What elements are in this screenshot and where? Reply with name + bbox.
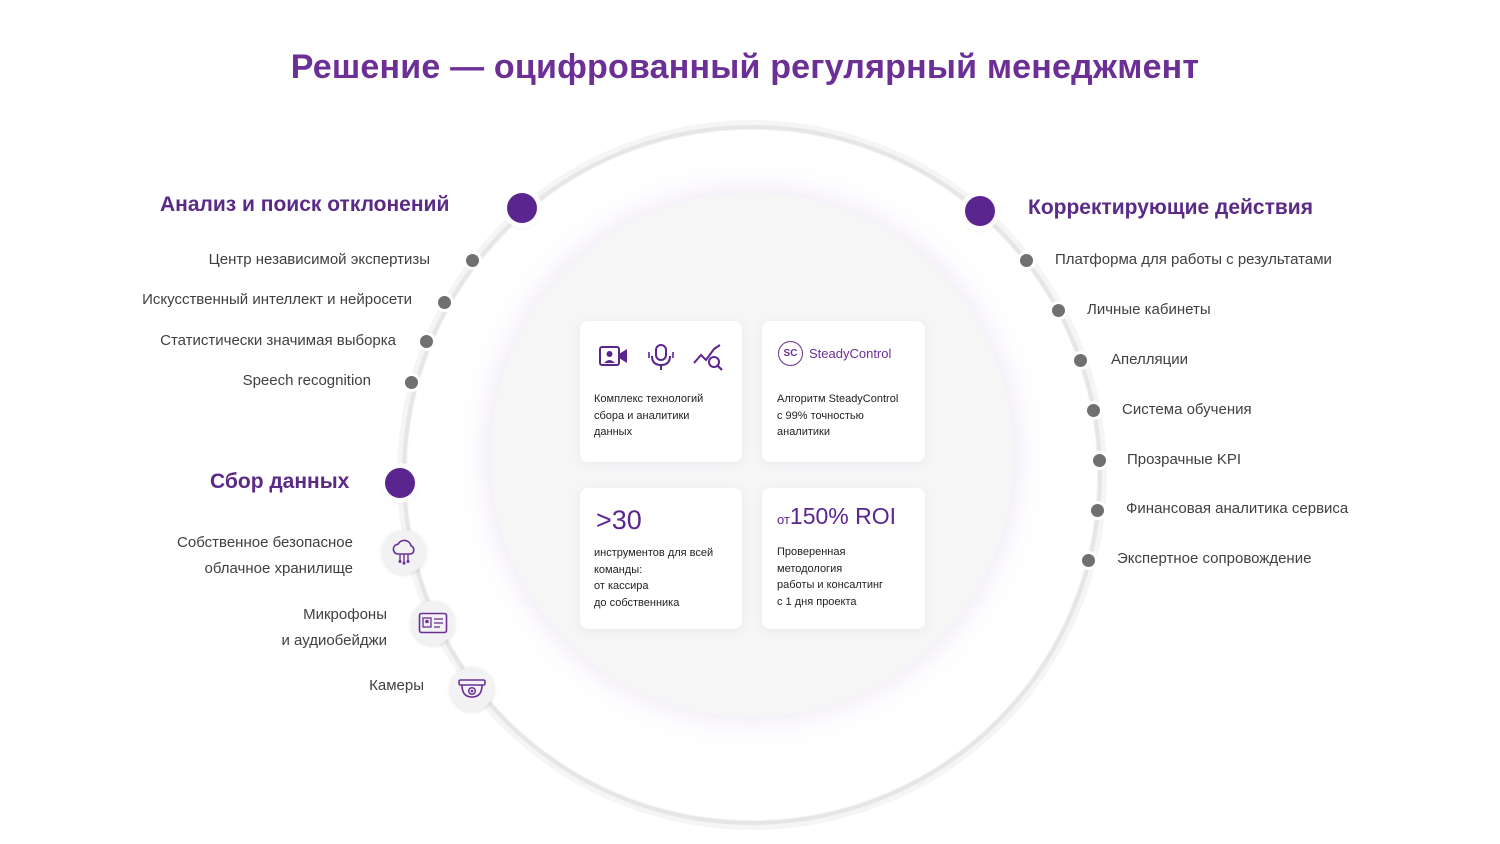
card-roi-number: 150% ROI <box>789 503 897 529</box>
analysis-item-ai: Искусственный интеллект и нейросети <box>142 291 412 308</box>
microphone-icon <box>648 344 674 370</box>
corrective-marker <box>965 196 995 226</box>
corrective-dot-1 <box>1020 254 1033 267</box>
steadycontrol-name: SteadyControl <box>809 346 892 361</box>
badge-icon <box>411 601 455 645</box>
analytics-search-icon <box>693 344 723 371</box>
steadycontrol-badge: SC <box>778 341 803 366</box>
collection-heading: Сбор данных <box>210 470 350 493</box>
card-roi-prefix: от <box>777 512 790 527</box>
corrective-item-accounts: Личные кабинеты <box>1087 301 1211 318</box>
card-tools-number: >30 <box>596 505 642 535</box>
collection-item-cameras: Камеры <box>369 677 424 694</box>
page-title: Решение — оцифрованный регулярный менедж… <box>290 48 1200 86</box>
card-technology-text: Комплекс технологий сбора и аналитики да… <box>594 393 704 438</box>
corrective-item-training: Система обучения <box>1122 401 1252 418</box>
card-steadycontrol: SC SteadyControl Алгоритм SteadyControl … <box>762 321 925 462</box>
card-technology: Комплекс технологий сбора и аналитики да… <box>580 321 742 462</box>
card-roi-text: Проверенная методология работы и консалт… <box>777 546 884 608</box>
corrective-heading: Корректирующие действия <box>1028 196 1313 219</box>
corrective-dot-5 <box>1093 454 1106 467</box>
corrective-item-expert: Экспертное сопровождение <box>1117 550 1312 567</box>
card-tools: >30 инструментов для всей команды: от ка… <box>580 488 742 629</box>
inner-disc <box>490 193 1014 717</box>
analysis-dot-2 <box>438 296 451 309</box>
analysis-dot-4 <box>405 376 418 389</box>
analysis-dot-1 <box>466 254 479 267</box>
card-tools-text: инструментов для всей команды: от кассир… <box>594 547 714 609</box>
corrective-dot-3 <box>1074 354 1087 367</box>
corrective-dot-7 <box>1082 554 1095 567</box>
card-roi: от150% ROI Проверенная методология работ… <box>762 488 925 629</box>
cloud-network-icon <box>382 530 426 574</box>
corrective-item-kpi: Прозрачные KPI <box>1127 451 1242 468</box>
corrective-dot-2 <box>1052 304 1065 317</box>
corrective-dot-6 <box>1091 504 1104 517</box>
collection-marker <box>385 468 415 498</box>
steadycontrol-logo: SC SteadyControl <box>778 341 891 366</box>
collection-item-mics: Микрофоны и аудиобейджи <box>281 606 387 649</box>
analysis-dot-3 <box>420 335 433 348</box>
corrective-item-finance: Финансовая аналитика сервиса <box>1126 500 1349 517</box>
video-camera-icon <box>599 346 627 366</box>
corrective-item-platform: Платформа для работы с результатами <box>1055 251 1332 268</box>
corrective-item-appeals: Апелляции <box>1111 351 1188 368</box>
collection-item-cloud: Собственное безопасное облачное хранилищ… <box>177 534 353 577</box>
analysis-item-expertise: Центр независимой экспертизы <box>208 251 430 268</box>
analysis-marker <box>507 193 537 223</box>
card-steadycontrol-text: Алгоритм SteadyControl с 99% точностью а… <box>777 393 899 438</box>
dome-camera-icon <box>450 667 494 711</box>
analysis-item-sample: Статистически значимая выборка <box>160 332 396 349</box>
corrective-dot-4 <box>1087 404 1100 417</box>
analysis-item-speech: Speech recognition <box>242 372 371 389</box>
analysis-heading: Анализ и поиск отклонений <box>160 193 450 216</box>
